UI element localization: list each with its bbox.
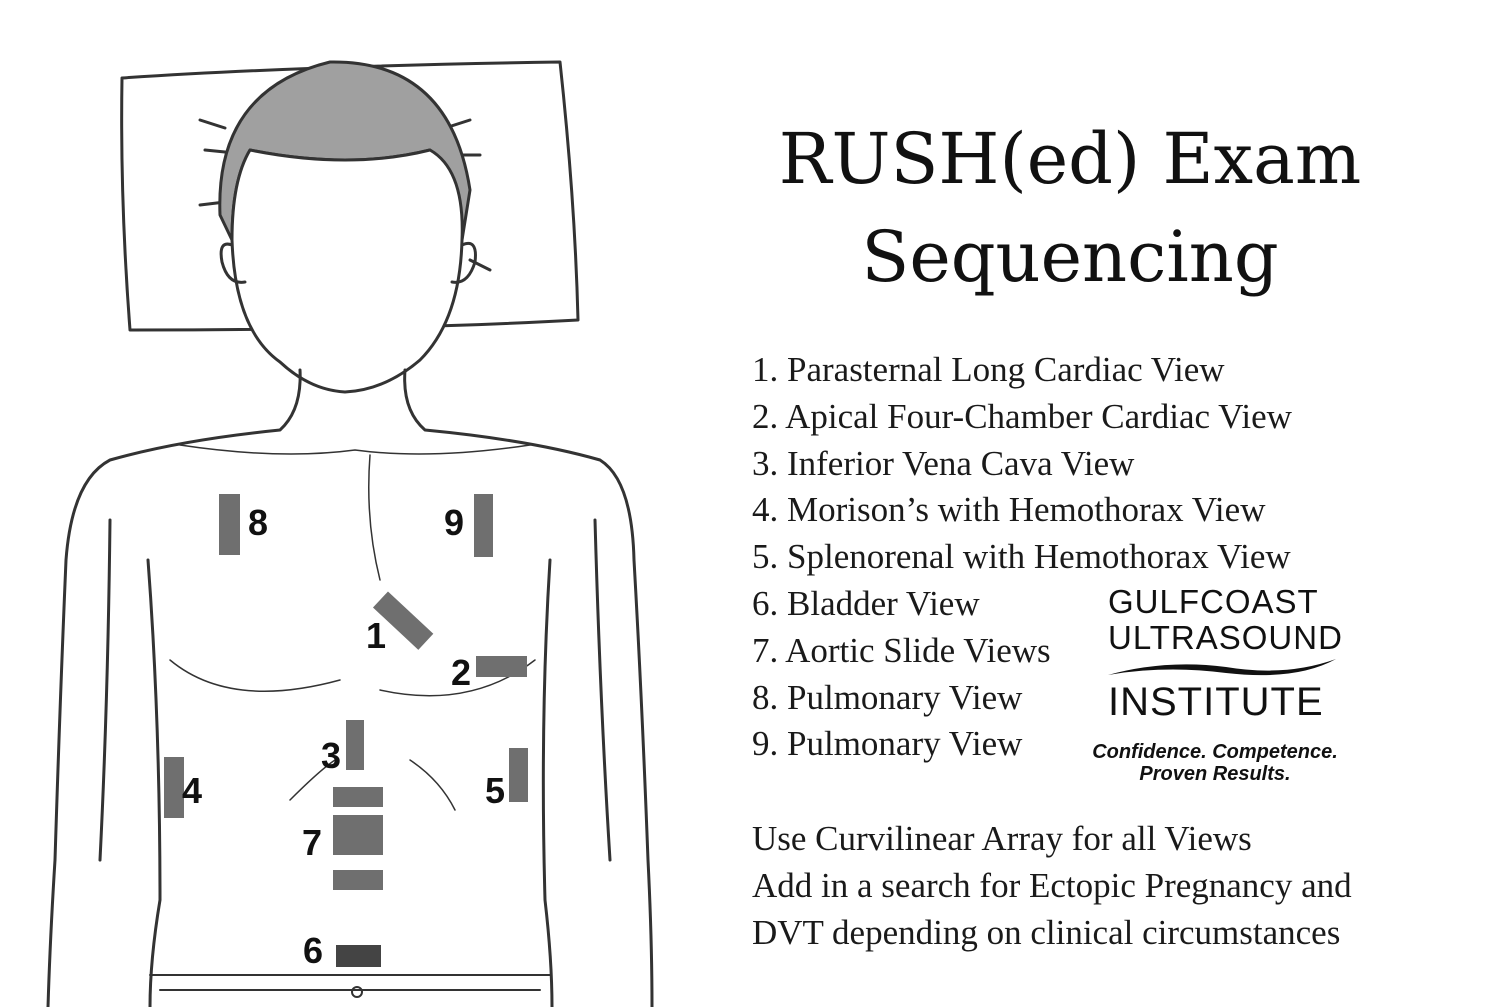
note-line: Use Curvilinear Array for all Views xyxy=(752,819,1252,858)
view-item: 9. Pulmonary View xyxy=(752,724,1023,764)
probe-7a xyxy=(333,787,383,807)
title-line-1: RUSH(ed) Exam xyxy=(778,118,1362,200)
note-line: DVT depending on clinical circumstances xyxy=(752,913,1341,952)
probe-label-6: 6 xyxy=(303,930,323,971)
probe-6 xyxy=(336,945,381,967)
logo-line-2: ULTRASOUND xyxy=(1108,619,1343,656)
probe-label-8: 8 xyxy=(248,502,268,543)
patient-body-diagram: 8 9 1 2 3 4 5 7 6 xyxy=(46,60,654,1007)
view-item: 2. Apical Four-Chamber Cardiac View xyxy=(752,396,1292,436)
probe-label-3: 3 xyxy=(321,735,341,776)
logo-line-3: INSTITUTE xyxy=(1108,680,1324,724)
probe-3 xyxy=(346,720,364,770)
view-item: 4. Morison’s with Hemothorax View xyxy=(752,490,1266,530)
probe-label-2: 2 xyxy=(451,652,471,693)
torso-outline xyxy=(46,368,654,1007)
gulfcoast-logo: GULFCOAST ULTRASOUND INSTITUTE Confidenc… xyxy=(1070,583,1360,793)
probe-4 xyxy=(164,757,184,818)
probe-1 xyxy=(372,591,434,650)
view-item: 3. Inferior Vena Cava View xyxy=(752,443,1135,483)
view-item: 8. Pulmonary View xyxy=(752,677,1023,717)
view-item: 6. Bladder View xyxy=(752,583,980,623)
probe-5 xyxy=(509,748,528,802)
view-list: 1. Parasternal Long Cardiac View 2. Apic… xyxy=(752,347,1292,768)
logo-swoosh-icon xyxy=(1108,659,1336,676)
view-item: 1. Parasternal Long Cardiac View xyxy=(752,350,1225,389)
logo-tagline-2: Proven Results. xyxy=(1139,763,1291,785)
view-item: 7. Aortic Slide Views xyxy=(752,630,1051,670)
notes: Use Curvilinear Array for all Views Add … xyxy=(752,815,1352,956)
note-line: Add in a search for Ectopic Pregnancy an… xyxy=(752,866,1352,905)
probe-label-5: 5 xyxy=(485,770,505,811)
probe-label-1: 1 xyxy=(366,615,386,656)
view-item: 5. Splenorenal with Hemothorax View xyxy=(752,537,1291,577)
logo-tagline: Confidence. Competence. Proven Results. xyxy=(1070,741,1360,785)
probe-label-4: 4 xyxy=(182,770,202,811)
probe-7c xyxy=(333,870,383,890)
probe-8 xyxy=(219,494,240,555)
probe-label-9: 9 xyxy=(444,502,464,543)
probe-2 xyxy=(476,656,527,677)
logo-line-1: GULFCOAST xyxy=(1108,583,1319,620)
logo-tagline-1: Confidence. Competence. xyxy=(1092,741,1338,763)
probe-label-7: 7 xyxy=(302,822,322,863)
title-line-2: Sequencing xyxy=(861,216,1279,298)
page-title: RUSH(ed) Exam Sequencing xyxy=(690,110,1450,306)
probe-9 xyxy=(474,494,493,557)
head xyxy=(230,148,464,394)
probe-7b xyxy=(333,815,383,855)
